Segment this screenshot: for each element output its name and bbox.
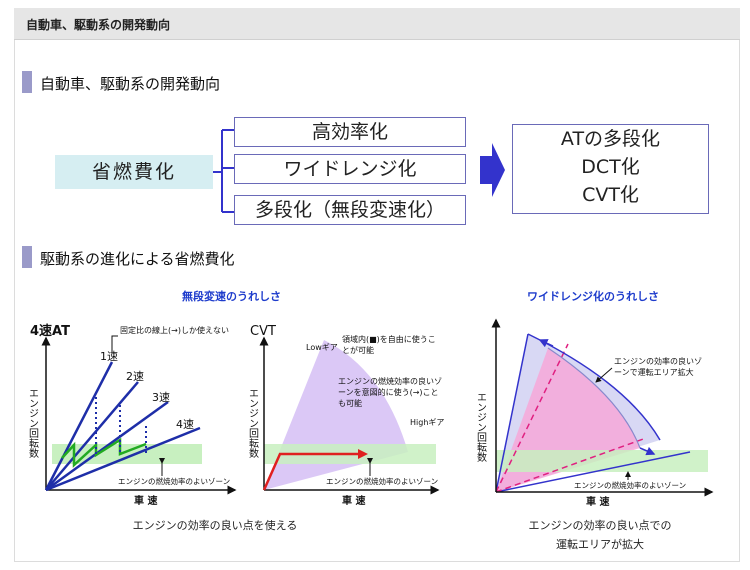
window-titlebar: 自動車、駆動系の開発動向 [14, 8, 740, 40]
fuel-economy-box: 省燃費化 [55, 155, 213, 189]
section-title-1: 自動車、駆動系の開発動向 [40, 75, 221, 93]
right-caption-line-2: 運転エリアが拡大 [556, 538, 644, 551]
cvt-zone-label: エンジンの燃焼効率のよいゾーン [326, 476, 438, 486]
right-caption-line-1: エンジンの効率の良い点での [528, 519, 672, 532]
left-panel-title: 無段変速のうれしさ [182, 290, 281, 303]
at-gear-4-label: 4速 [176, 418, 194, 431]
cvt-operating-line [262, 452, 358, 491]
at-gear-2-label: 2速 [126, 370, 144, 383]
at-gear-3-label: 3速 [152, 391, 170, 404]
section-accent-bar [22, 246, 32, 268]
result-item-2: DCT化 [581, 156, 640, 178]
wide-y-label: エンジン回転数 [475, 392, 487, 463]
window-title: 自動車、駆動系の開発動向 [26, 18, 171, 32]
wide-note: エンジンの効率の良いゾーンで運転エリア拡大 [614, 357, 702, 377]
at-gear-line-3 [45, 400, 169, 492]
at-x-label: 車 速 [134, 494, 157, 507]
cvt-note-1: 領域内(■)を自由に使うことが可能 [342, 335, 436, 355]
branch-box-2: ワイドレンジ化 [234, 154, 466, 184]
wide-efficient-zone [496, 450, 708, 472]
right-panel-title: ワイドレンジ化のうれしさ [527, 290, 659, 303]
at-gear-line-1 [44, 361, 114, 491]
at-callout: 固定比の線上(→)しか使えない [120, 326, 229, 335]
result-item-3: CVT化 [582, 184, 639, 206]
at-gear-line-2 [45, 381, 139, 491]
cvt-chart [259, 336, 440, 495]
at-gear-line-4 [45, 426, 201, 492]
section-accent-bar [22, 71, 32, 93]
widerange-chart [491, 318, 714, 497]
branch-box-1: 高効率化 [234, 117, 466, 147]
at-zone-label: エンジンの燃焼効率のよいゾーン [118, 476, 230, 486]
left-caption: エンジンの効率の良い点を使える [132, 519, 298, 532]
cvt-low-gear: Lowギア [306, 343, 338, 352]
cvt-corner-label: CVT [250, 324, 276, 339]
at-gear-1-label: 1速 [100, 350, 118, 363]
at-chart [41, 335, 237, 495]
result-item-1: ATの多段化 [560, 128, 661, 150]
cvt-note-2: エンジンの燃焼効率の良いゾーンを意図的に使う(→)ことも可能 [338, 377, 442, 408]
at-corner-label: 4速AT [30, 323, 70, 339]
wide-zone-label: エンジンの燃焼効率のよいゾーン [574, 480, 686, 490]
cvt-y-label: エンジン回転数 [247, 388, 259, 459]
at-y-label: エンジン回転数 [27, 388, 39, 459]
cvt-x-label: 車 速 [342, 494, 365, 507]
result-box: ATの多段化 DCT化 CVT化 [512, 124, 709, 214]
branch-box-3: 多段化（無段変速化） [234, 195, 466, 225]
section-title-2: 駆動系の進化による省燃費化 [40, 250, 235, 268]
wide-x-label: 車 速 [586, 495, 609, 508]
cvt-high-gear: Highギア [410, 418, 444, 427]
